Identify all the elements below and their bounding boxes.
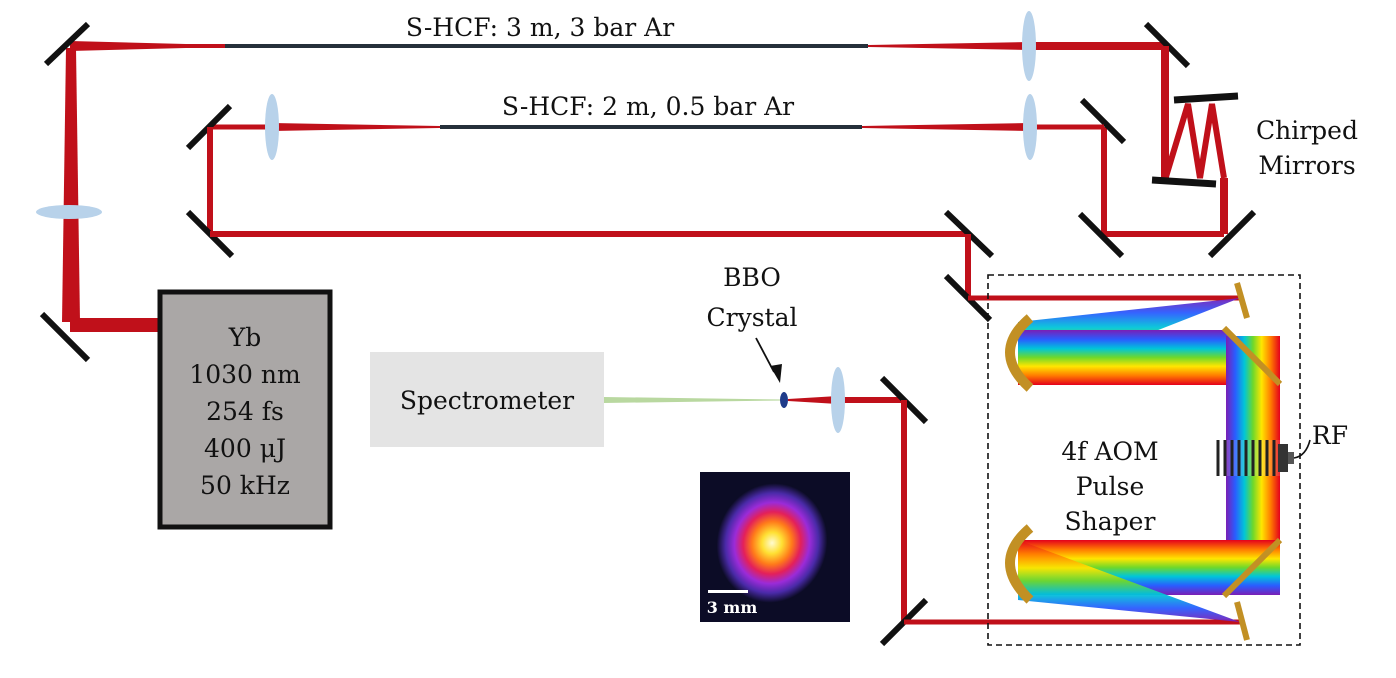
scale-bar-label: 3 mm xyxy=(707,598,758,617)
mirror-return-top xyxy=(1079,97,1127,145)
beam-profile-image: 3 mm xyxy=(700,472,850,622)
laser-line-2: 1030 nm xyxy=(189,360,301,389)
chirped-mirrors-label-2: Mirrors xyxy=(1258,151,1355,180)
laser-line-3: 254 fs xyxy=(206,397,284,426)
bbo-label-2: Crystal xyxy=(707,303,798,332)
fold-mirror-bottom xyxy=(1221,537,1283,599)
chirped-mirrors-label-1: Chirped xyxy=(1256,116,1358,145)
pulse-shaper-label-3: Shaper xyxy=(1065,507,1156,536)
shg-beam xyxy=(604,397,784,403)
fiber-1-label: S-HCF: 3 m, 3 bar Ar xyxy=(406,13,674,42)
laser-line-4: 400 μJ xyxy=(204,434,286,463)
laser-line-1: Yb xyxy=(228,323,262,352)
fold-mirror-top xyxy=(1221,325,1283,387)
mirror-bottom-left xyxy=(39,311,91,363)
lens-fiber2-in xyxy=(1023,94,1037,160)
chirped-mirrors xyxy=(1151,46,1239,234)
laser-line-5: 50 kHz xyxy=(200,471,290,500)
mirror-top-left xyxy=(43,21,91,67)
chirped-mirror-top xyxy=(1173,92,1239,104)
bbo-crystal xyxy=(780,392,788,408)
fiber-2-label: S-HCF: 2 m, 0.5 bar Ar xyxy=(502,92,794,121)
spectral-fan-bottom xyxy=(1018,540,1240,622)
spectral-band-top xyxy=(1018,330,1228,385)
laser-source: Yb 1030 nm 254 fs 400 μJ 50 kHz xyxy=(157,289,333,530)
lens-input xyxy=(36,205,102,219)
lens-fiber1-out xyxy=(1022,11,1036,81)
chirped-mirror-bottom xyxy=(1151,176,1217,188)
grating-top xyxy=(1234,282,1250,319)
input-beam-vertical xyxy=(62,48,80,322)
mirror-chirped-out xyxy=(1207,209,1257,259)
rf-label: RF xyxy=(1312,421,1348,450)
rf-transducer xyxy=(1278,444,1288,472)
scale-bar xyxy=(708,590,748,593)
fiber-line-2 xyxy=(210,123,1104,131)
lens-bbo xyxy=(831,367,845,433)
spectrometer-label: Spectrometer xyxy=(400,386,574,415)
pulse-shaper-enclosure xyxy=(987,274,1301,646)
pulse-shaper-label-2: Pulse xyxy=(1076,472,1145,501)
rf-lead xyxy=(1293,439,1311,459)
pulse-shaper-label-1: 4f AOM xyxy=(1061,437,1158,466)
bbo-label-1: BBO xyxy=(723,263,781,292)
spectrometer-box xyxy=(370,352,604,447)
mirror-return-bottom xyxy=(1077,211,1125,259)
grating-bottom xyxy=(1234,601,1250,641)
lens-fiber2-out xyxy=(265,94,279,160)
fiber-line-1 xyxy=(70,41,1165,51)
mirror-top-right xyxy=(1143,21,1191,69)
curved-mirror-top xyxy=(1005,314,1034,392)
aom-crystal xyxy=(1216,440,1294,476)
curved-mirror-bottom xyxy=(1005,524,1034,604)
